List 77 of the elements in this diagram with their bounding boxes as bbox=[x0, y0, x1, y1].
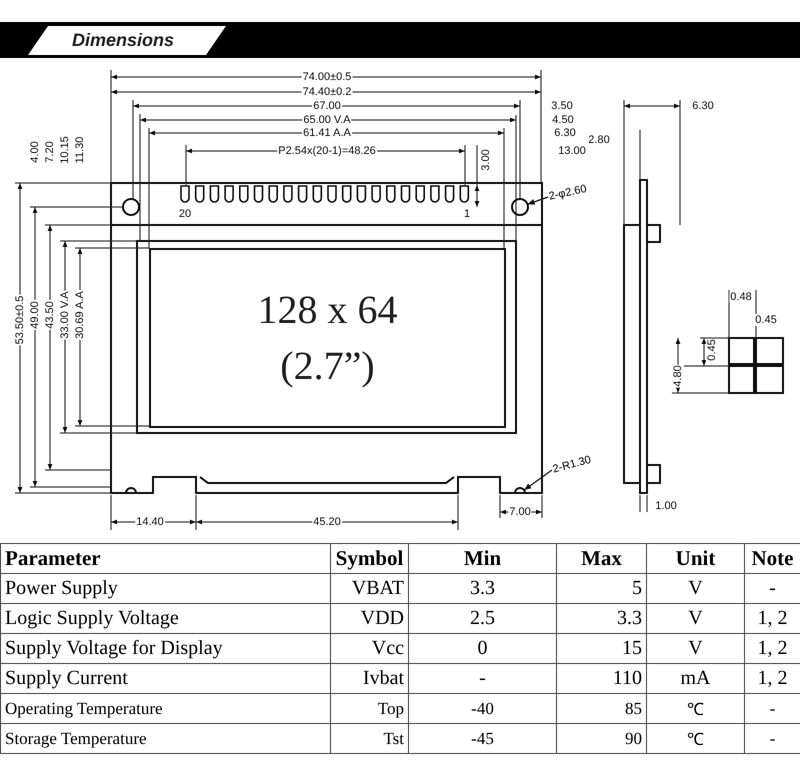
table-cell: -40 bbox=[408, 694, 556, 724]
dimension-value: 6.30 bbox=[691, 100, 715, 112]
table-cell: 110 bbox=[556, 664, 646, 694]
table-cell: Power Supply bbox=[0, 574, 330, 604]
dimension-value: 30.69 A.A bbox=[74, 290, 86, 340]
display-area bbox=[149, 248, 506, 428]
dimension-value: 74.40±0.2 bbox=[302, 86, 352, 98]
table-cell: Storage Temperature bbox=[0, 724, 330, 754]
dimension-value: 0.45 bbox=[754, 314, 778, 326]
leader-line bbox=[524, 470, 552, 491]
table-cell: Tst bbox=[330, 724, 408, 754]
section-title: Dimensions bbox=[72, 30, 174, 51]
dimension-value: 7.00 bbox=[508, 506, 532, 518]
dimension-value: 65.00 V.A bbox=[302, 114, 352, 126]
table-cell: Supply Voltage for Display bbox=[0, 634, 330, 664]
dimension-value: 3.00 bbox=[480, 148, 492, 172]
table-cell: VBAT bbox=[330, 574, 408, 604]
leader-line bbox=[527, 196, 548, 205]
column-header: Parameter bbox=[0, 544, 330, 574]
table-cell: - bbox=[408, 664, 556, 694]
table-cell: 3.3 bbox=[408, 574, 556, 604]
dimension-value: 43.50 bbox=[44, 300, 56, 330]
dimension-value: 61.41 A.A bbox=[302, 127, 352, 139]
dimension-value: 3.50 bbox=[550, 100, 574, 112]
table-cell: 3.3 bbox=[556, 604, 646, 634]
display-size-text: (2.7”) bbox=[280, 342, 375, 390]
table-cell: Ivbat bbox=[330, 664, 408, 694]
display-size-text: 128 x 64 bbox=[258, 286, 398, 334]
dimension-value: 49.00 bbox=[29, 300, 41, 330]
column-header: Symbol bbox=[330, 544, 408, 574]
dimension-value: 2.80 bbox=[587, 134, 611, 146]
dimension-value: 10.15 bbox=[59, 135, 71, 165]
table-cell: 85 bbox=[556, 694, 646, 724]
column-header: Note bbox=[744, 544, 800, 574]
table-cell: V bbox=[646, 604, 744, 634]
dimension-value: 4.80 bbox=[672, 364, 684, 388]
dimension-value: 45.20 bbox=[312, 516, 342, 528]
table-cell: 5 bbox=[556, 574, 646, 604]
table-cell: -45 bbox=[408, 724, 556, 754]
table-cell: Operating Temperature bbox=[0, 694, 330, 724]
table-cell: Top bbox=[330, 694, 408, 724]
dimension-value: 33.00 V.A bbox=[59, 290, 71, 340]
table-cell: V bbox=[646, 634, 744, 664]
table-cell: Vcc bbox=[330, 634, 408, 664]
table-cell: V bbox=[646, 574, 744, 604]
table-cell: VDD bbox=[330, 604, 408, 634]
table-cell: 15 bbox=[556, 634, 646, 664]
dimension-value: 1.00 bbox=[654, 500, 678, 512]
pin-number: 20 bbox=[178, 208, 192, 220]
table-cell: 90 bbox=[556, 724, 646, 754]
column-header: Unit bbox=[646, 544, 744, 574]
callout-text: 2-φ2.60 bbox=[546, 182, 589, 203]
dimension-value: 67.00 bbox=[312, 100, 342, 112]
dimension-value: 14.40 bbox=[135, 516, 165, 528]
table-cell: ℃ bbox=[646, 724, 744, 754]
column-header: Max bbox=[556, 544, 646, 574]
mounting-notch bbox=[514, 487, 526, 494]
pin-number: 1 bbox=[462, 208, 472, 220]
dimension-value: 13.00 bbox=[557, 145, 587, 157]
table-cell: Logic Supply Voltage bbox=[0, 604, 330, 634]
dimension-value: 11.30 bbox=[74, 136, 86, 164]
mounting-hole bbox=[511, 198, 529, 216]
dimension-value: 4.50 bbox=[551, 114, 575, 126]
table-cell: 0 bbox=[408, 634, 556, 664]
table-cell: ℃ bbox=[646, 694, 744, 724]
dimension-value: 4.00 bbox=[29, 140, 41, 164]
table-cell: Supply Current bbox=[0, 664, 330, 694]
dimension-value: P2.54x(20-1)=48.26 bbox=[277, 145, 377, 157]
column-header: Min bbox=[408, 544, 556, 574]
dimension-value: 0.45 bbox=[706, 338, 718, 362]
table-cell: 2.5 bbox=[408, 604, 556, 634]
dimension-value: 53.50±0.5 bbox=[14, 294, 26, 346]
dimension-value: 74.00±0.5 bbox=[302, 71, 352, 83]
dimension-value: 7.20 bbox=[44, 140, 56, 164]
dimension-value: 0.48 bbox=[729, 291, 753, 303]
dimension-value: 6.30 bbox=[553, 127, 577, 139]
table-cell: mA bbox=[646, 664, 744, 694]
